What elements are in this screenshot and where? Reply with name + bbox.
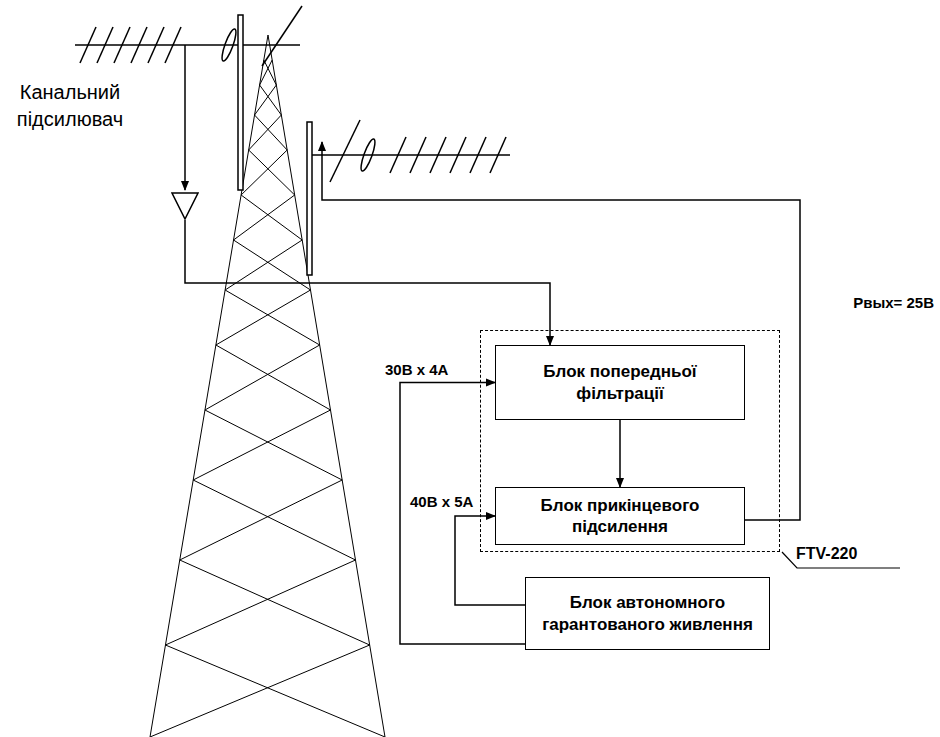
power-rating: 30В x 4А [383,361,450,378]
process-box: Блок автономного гарантованого живлення [525,577,770,650]
box-label: Блок автономного гарантованого живлення [536,592,759,635]
output-feed-line [322,142,800,520]
amplifier-symbol [171,192,199,220]
signal-connector [185,220,550,345]
amplifier-label: Канальний підсилювач [0,75,140,133]
transmit-antenna [307,120,510,275]
process-box: Блок прикінцевого підсилення [495,487,745,545]
process-box: Блок попередньої фільтрації [495,345,745,420]
lattice-tower [150,35,385,737]
output-power-label: Рвых= 25В [851,294,936,311]
channel-amplifier: Канальний підсилювач [0,75,200,223]
signal-connector [619,420,621,487]
power-rating: 40В x 5А [408,493,475,510]
box-label: Блок прикінцевого підсилення [506,495,734,538]
model-label: FTV-220 [796,545,857,563]
box-label: Блок попередньої фільтрації [506,361,734,404]
equipment-frame: FTV-220Блок попередньої фільтраціїБлок п… [480,330,780,552]
